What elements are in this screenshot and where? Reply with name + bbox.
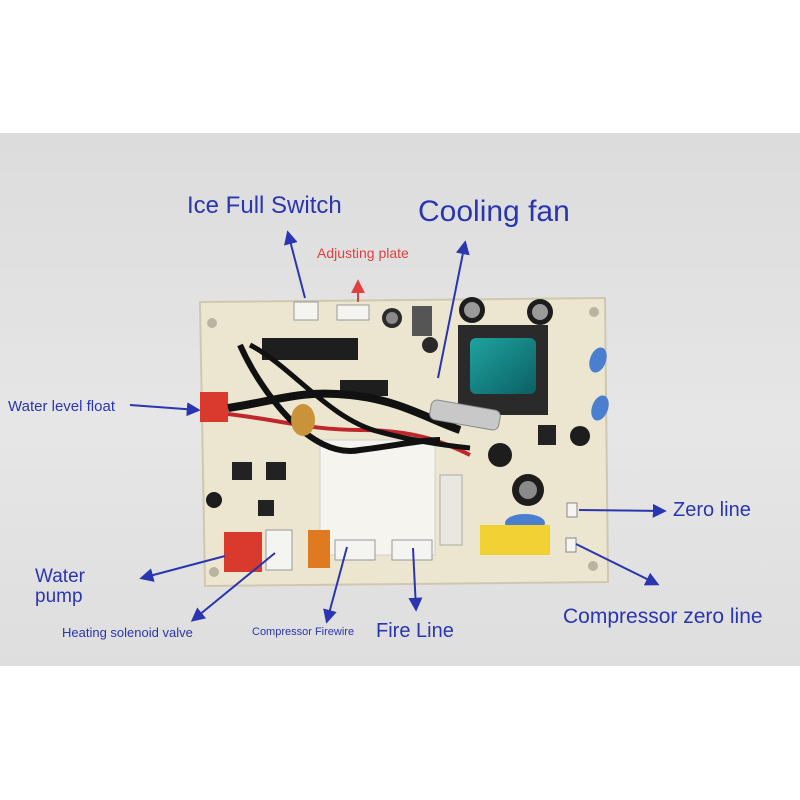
capacitor: [519, 481, 537, 499]
voltage-regulator: [412, 306, 432, 336]
arrow-cooling-fan: [437, 240, 470, 379]
compressor-firewire-terminal: [334, 539, 376, 561]
label-adjusting-plate: Adjusting plate: [317, 245, 409, 261]
capacitor: [422, 337, 438, 353]
mounting-hole: [588, 561, 598, 571]
arrow-ice-full-switch: [284, 230, 306, 299]
sensor-wire: [227, 389, 462, 434]
product-photo: Ice Full Switch Cooling fan Adjusting pl…: [0, 133, 800, 666]
label-water-pump-line2: pump: [35, 586, 83, 607]
wire-tie: [291, 404, 315, 436]
solenoid-connector: [265, 529, 293, 571]
capacitor: [386, 312, 398, 324]
fuse: [439, 474, 463, 546]
transistor: [258, 500, 274, 516]
fire-line-terminal: [391, 539, 433, 561]
yellow-capacitor: [480, 525, 550, 555]
compressor-zero-terminal: [565, 537, 577, 553]
transistor: [538, 425, 556, 445]
arrow-fire-line: [408, 547, 423, 612]
label-fire-line: Fire Line: [376, 620, 454, 642]
orange-capacitor: [308, 530, 330, 568]
label-ice-full-switch: Ice Full Switch: [187, 192, 342, 219]
optocoupler: [266, 462, 286, 480]
mounting-hole: [589, 307, 599, 317]
adjusting-plate-connector: [336, 304, 370, 321]
label-zero-line: Zero line: [673, 499, 751, 521]
sensor-wire: [248, 342, 471, 451]
capacitor: [464, 302, 480, 318]
label-compressor-firewire: Compressor Firewire: [252, 626, 355, 638]
mounting-hole: [209, 567, 219, 577]
arrow-heating-solenoid-valve: [190, 552, 276, 622]
transformer-coil: [470, 338, 536, 394]
label-heating-solenoid-valve: Heating solenoid valve: [62, 625, 193, 640]
water-pump-connector: [224, 532, 262, 572]
arrow-compressor-zero-line: [575, 543, 660, 586]
capacitor: [570, 426, 590, 446]
blue-capacitor: [591, 395, 609, 421]
label-water-pump-line1: Water: [35, 566, 85, 587]
capacitor: [206, 492, 222, 508]
label-compressor-zero-line: Compressor zero line: [563, 605, 763, 628]
zero-line-terminal: [566, 502, 578, 518]
label-water-level-float: Water level float: [8, 398, 115, 415]
arrow-water-pump: [139, 555, 226, 582]
arrow-compressor-firewire: [323, 546, 348, 624]
capacitor: [532, 304, 548, 320]
ice-full-switch-connector: [293, 301, 319, 321]
optocoupler: [232, 462, 252, 480]
label-cooling-fan: Cooling fan: [418, 195, 570, 228]
arrow-zero-line: [578, 503, 667, 518]
circuit-board-scene: [129, 230, 667, 624]
blue-capacitor: [589, 347, 607, 373]
microcontroller-chip: [262, 338, 358, 360]
water-level-connector: [200, 392, 228, 422]
temperature-probe: [429, 399, 501, 431]
arrow-water-level-float: [129, 402, 201, 417]
mounting-hole: [207, 318, 217, 328]
capacitor: [488, 443, 512, 467]
relay: [319, 439, 436, 556]
